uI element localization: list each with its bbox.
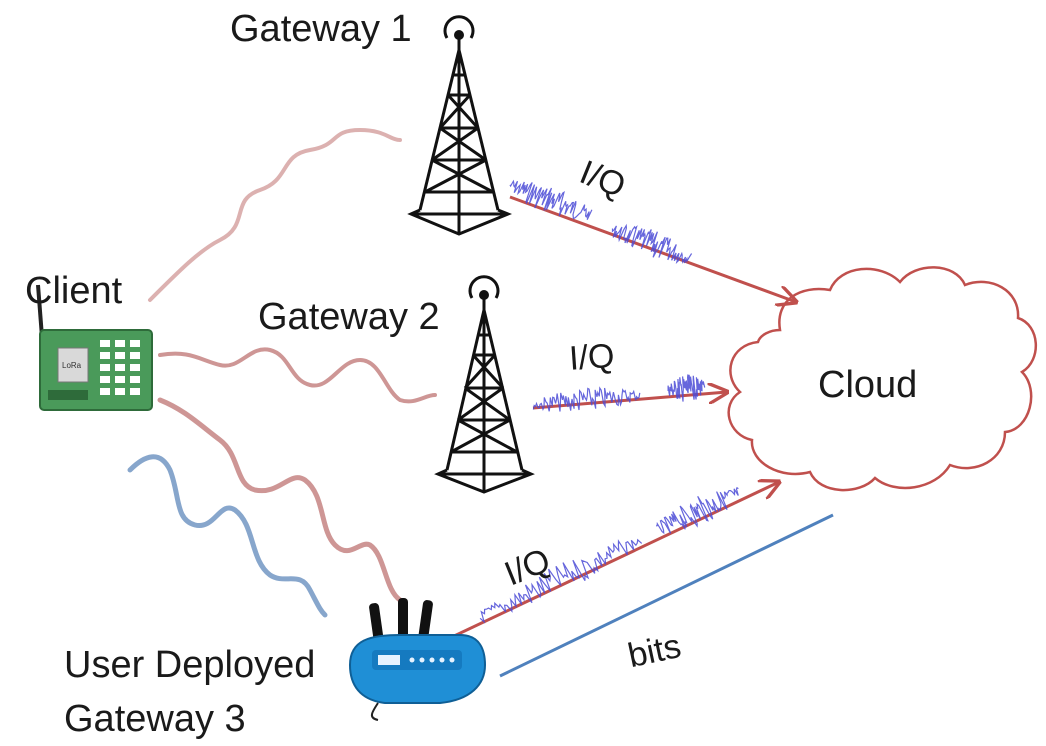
client-label: Client (25, 270, 123, 312)
link-gw3-cloud (451, 482, 779, 639)
iq-label-gateway2: I/Q (567, 336, 616, 378)
iq-burst (655, 486, 739, 535)
client-waves (127, 127, 437, 618)
gateway2-label: Gateway 2 (258, 296, 440, 338)
blue-wave (127, 454, 328, 618)
gateway2-tower (434, 275, 535, 494)
iq-samples (479, 179, 739, 624)
link-gw1-cloud (509, 195, 796, 302)
cloud-shape (727, 266, 1037, 492)
wave-to-gateway2 (158, 347, 437, 404)
client-board: LoRa (36, 284, 153, 411)
gateway3-label-line1: User Deployed (64, 644, 316, 686)
gateway3-label-line2: Gateway 3 (64, 698, 246, 740)
iq-burst (532, 386, 641, 412)
wave-to-gateway1 (148, 127, 402, 302)
gateway1-tower (407, 15, 513, 236)
link-gw3-bits (499, 513, 834, 678)
iq-burst (611, 223, 693, 265)
gateway1-label: Gateway 1 (230, 8, 412, 50)
iq-burst (479, 538, 643, 624)
cloud-label: Cloud (818, 364, 918, 406)
board-chip-label: LoRa (62, 361, 82, 370)
wave-to-gateway3 (157, 397, 403, 603)
gateway3-router (348, 598, 487, 721)
iq-burst (667, 374, 706, 402)
iq-burst (509, 179, 593, 220)
